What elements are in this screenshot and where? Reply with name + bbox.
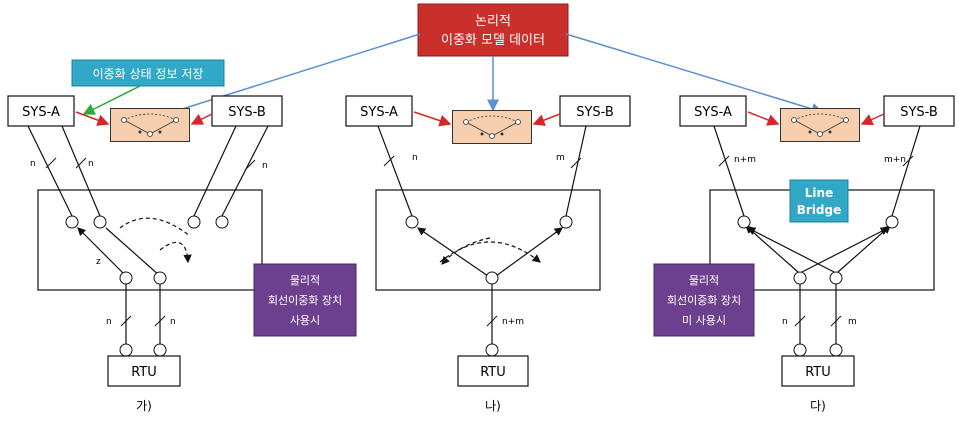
panel-b-caption: 나) [485,399,501,413]
panel-a-sys-a-label: SYS-A [22,105,60,120]
panel-b-rtu [457,355,529,387]
state-note-label: 이중화 상태 정보 저장 [93,67,204,81]
panel-c-rtu-label: RTU [805,365,831,380]
panel-a-red-arrow-left [75,111,110,126]
panel-a-label-z: z [96,257,101,267]
logical-model-line1: 논리적 [475,14,511,29]
panel-a-label-n3: n [262,161,268,171]
panel-b: SYS-A SYS-B n m n+m RTU 나) [345,95,631,413]
line-bridge-box [789,179,849,223]
line-bridge-line1: Line [805,186,833,200]
purple-box-a-line3: 사용시 [290,314,320,327]
panel-c-sys-a-label: SYS-A [694,105,732,120]
panel-b-sys-b [559,95,631,127]
panel-a-model-icon [110,108,190,142]
panel-b-label-n: n [412,153,418,163]
panel-a-sys-a [7,95,75,127]
panel-a-caption: 가) [136,399,152,413]
panel-b-sys-b-label: SYS-B [576,105,614,120]
green-arrow [82,85,141,115]
panel-a-red-arrow-right [190,113,213,125]
purple-box-c-line1: 물리적 [689,274,719,287]
panel-b-sys-a-label: SYS-A [360,105,398,120]
purple-box-c-line2: 회선이중화 장치 [667,294,741,307]
purple-box-c-line3: 미 사용시 [682,314,726,327]
logical-model-line2: 이중화 모델 데이터 [441,33,545,48]
panel-a-sys-b-label: SYS-B [228,105,266,120]
panel-a-sys-b [211,95,283,127]
blue-arrow-c [565,33,824,115]
panel-a-rtu-label: RTU [131,365,157,380]
purple-box-a-line1: 물리적 [290,274,320,287]
panel-a-device-box [37,189,263,291]
panel-c-label-n: n [782,317,788,327]
purple-box-c [653,263,755,337]
panel-a-label-n2: n [88,159,94,169]
panel-c-model-icon [780,108,860,142]
panel-c-sys-b [883,95,955,127]
panel-b-label-m: m [556,153,565,163]
panel-c-sys-b-label: SYS-B [900,105,938,120]
panel-c-label-mn: m+n [884,155,906,165]
panel-a-label-n5: n [170,317,176,327]
panel-b-sys-a [345,95,413,127]
panel-c-label-m: m [848,317,857,327]
logical-model-box [417,3,569,57]
purple-box-a [253,263,357,337]
panel-b-rtu-label: RTU [480,365,506,380]
panel-a-label-n1: n [30,159,36,169]
purple-box-a-line2: 회선이중화 장치 [268,294,342,307]
panel-c-sys-a [679,95,747,127]
panel-a-label-n4: n [106,317,112,327]
panel-c-caption: 다) [810,399,826,413]
panel-c: SYS-A SYS-B n+m m+n n m RTU 다) [679,95,955,413]
state-note-box [71,59,225,87]
panel-b-model-icon [452,110,532,144]
panel-a: SYS-A SYS-B n n n z [7,95,283,413]
line-bridge-line2: Bridge [797,203,842,217]
panel-a-rtu [107,355,181,387]
blue-arrow-a [158,33,421,119]
panel-b-label-nm: n+m [502,317,524,327]
panel-c-label-nm: n+m [734,155,756,165]
panel-c-rtu [781,355,855,387]
